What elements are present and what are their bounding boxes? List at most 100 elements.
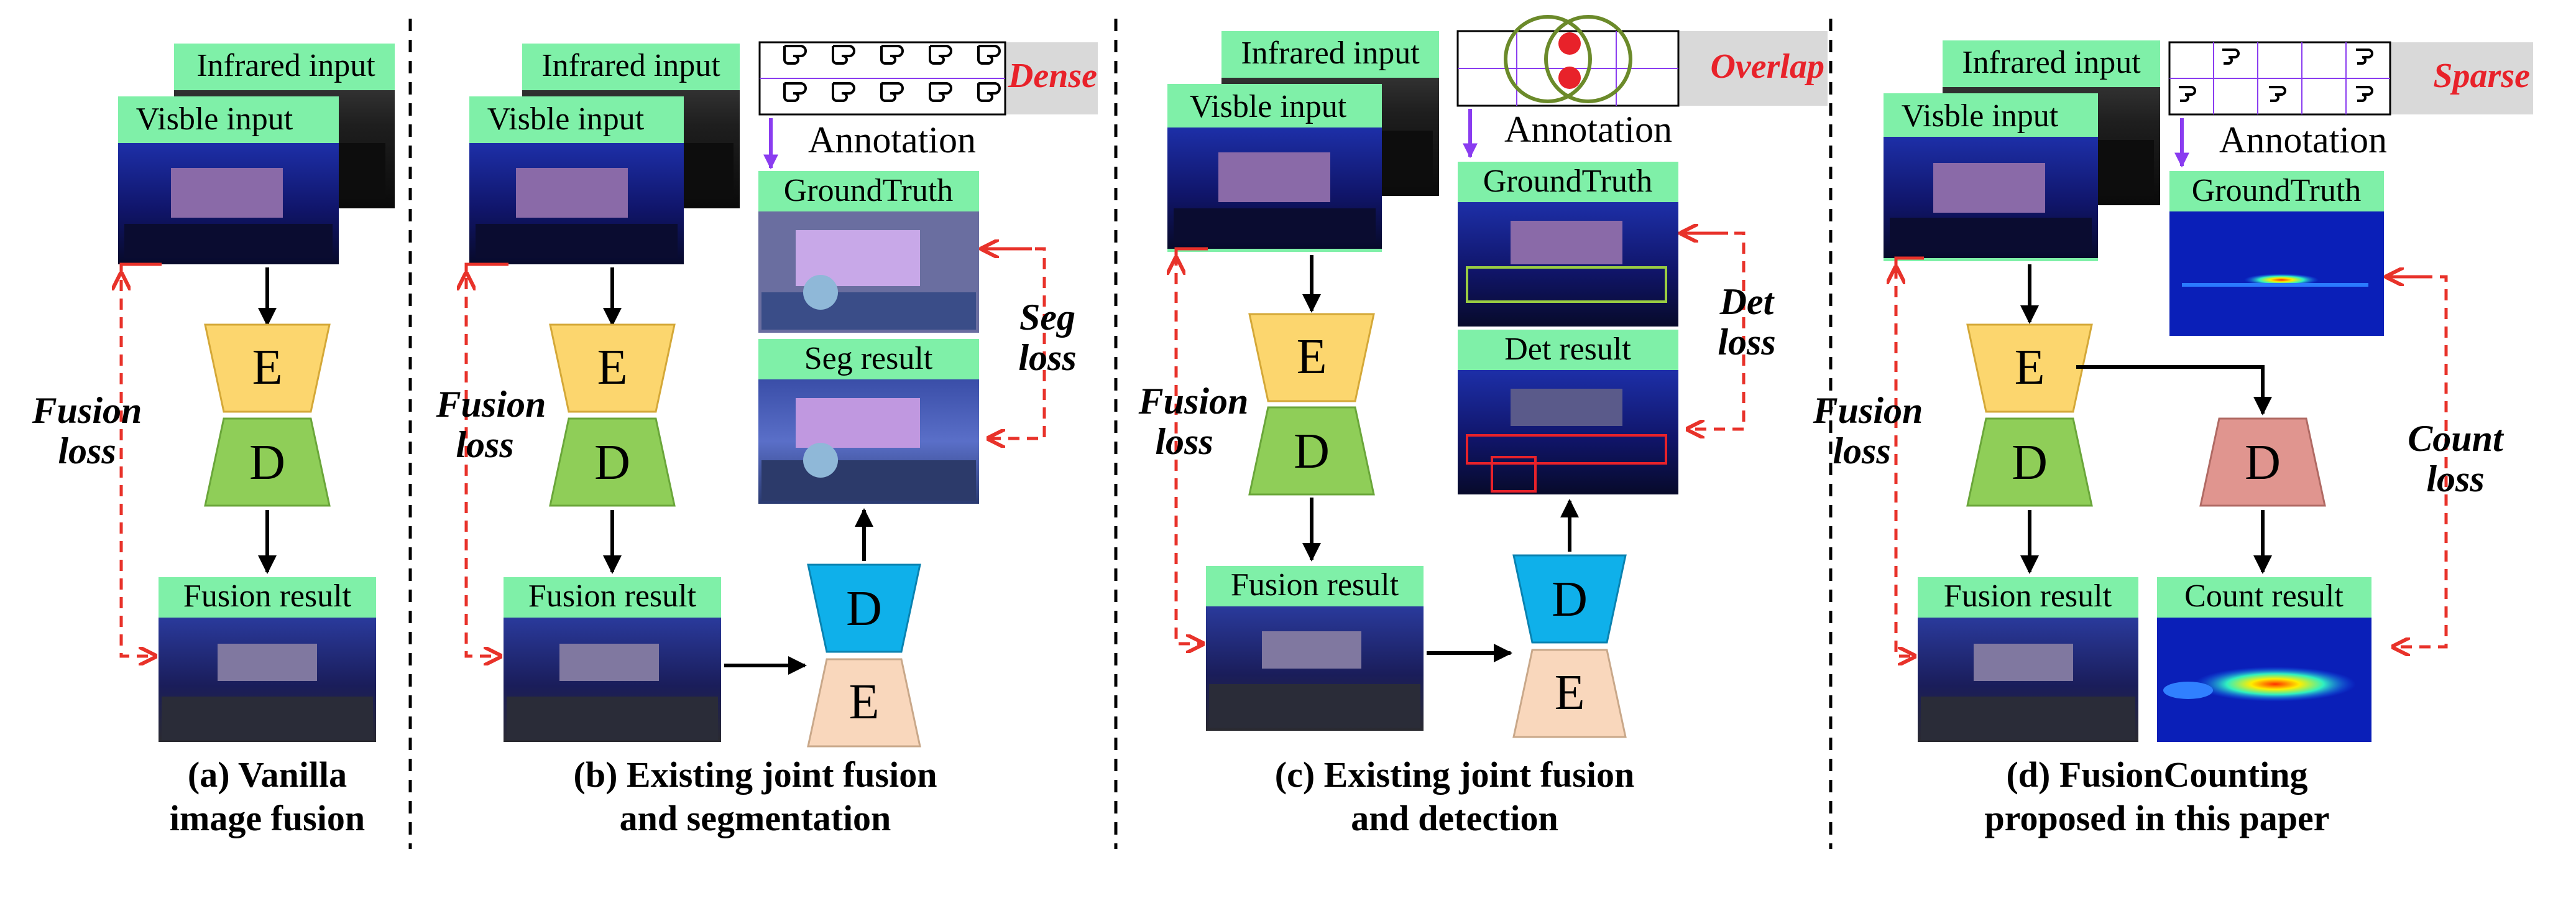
fusion-result-label: Fusion result [183, 578, 352, 614]
encoder-label: E [597, 340, 628, 395]
fusion-loss-line2: loss [58, 430, 116, 471]
fusion-loss-line1: Fusion [436, 384, 546, 425]
visible-input-label: Visble input [1902, 98, 2059, 134]
infrared-label-bg [522, 44, 740, 90]
fusion-loss-line2: loss [1833, 430, 1890, 471]
task-encoder-label: E [849, 675, 880, 730]
visible-input-image [1167, 84, 1382, 252]
caption-line2: image fusion [170, 798, 365, 838]
decoder-block [1966, 417, 2093, 507]
fusion-loss-line1: Fusion [1813, 390, 1923, 431]
count-loss-arrow [2384, 275, 2448, 647]
fusion-loss-arrow-head-top [1896, 256, 1921, 267]
ground-truth-label-bg [758, 171, 979, 211]
caption-line1: (c) Existing joint fusion [1275, 754, 1634, 795]
det-loss-line1: Det [1719, 281, 1775, 322]
panel-separators [408, 19, 1833, 849]
decoder-block [204, 417, 331, 507]
det-loss-arrow [1678, 231, 1746, 429]
ground-truth-label: GroundTruth [784, 173, 954, 208]
fusion-loss-arrow-head-top [1176, 247, 1206, 258]
caption-line2: and detection [1351, 798, 1558, 838]
ground-truth-image [1458, 202, 1678, 327]
fusion-loss-arrow [1174, 247, 1208, 644]
encoder-block [204, 323, 331, 413]
fusion-result-image [1206, 606, 1424, 731]
det-result-label-bg [1458, 330, 1678, 370]
caption-line1: (a) Vanilla [188, 754, 347, 795]
encoder-block [549, 323, 676, 413]
seg-result-image [758, 379, 979, 504]
fusion-loss-arrow-head-top [121, 262, 155, 274]
encoder-block [1248, 313, 1375, 402]
task-encoder-block [807, 658, 921, 748]
panel-a: Infrared input Visble input E D Fusion r… [32, 44, 395, 838]
arrow-encoder-to-count-decoder [2076, 365, 2272, 415]
visible-input-label: Visble input [136, 101, 293, 137]
count-result-label: Count result [2184, 578, 2344, 614]
annotation-tag: Overlap [1710, 47, 1824, 86]
overlap-circle [1544, 15, 1632, 103]
visible-input-label: Visble input [1190, 89, 1347, 124]
fusion-loss-line2: loss [1155, 421, 1213, 462]
seg-result-label-bg [758, 339, 979, 379]
fusion-loss-line1: Fusion [32, 390, 142, 431]
decoder-block [549, 417, 676, 507]
encoder-label: E [2015, 340, 2045, 395]
decoder-label: D [594, 435, 630, 490]
count-result-image [2157, 618, 2371, 742]
ground-truth-label-bg [1458, 162, 1678, 202]
hand-pointer-icon [2356, 86, 2373, 102]
fusion-result-label: Fusion result [528, 578, 697, 614]
fusion-loss-line1: Fusion [1138, 381, 1249, 422]
hand-pointer-icon [2179, 86, 2196, 102]
infrared-input-label: Infrared input [196, 48, 375, 83]
decoder-block [1248, 406, 1375, 496]
fusion-result-label: Fusion result [1944, 578, 2112, 614]
fusion-loss-line2: loss [456, 424, 513, 465]
caption-line2: and segmentation [620, 798, 891, 838]
infrared-label-bg [1221, 31, 1439, 78]
encoder-label: E [1297, 330, 1327, 384]
infrared-input-label: Infrared input [1962, 45, 2141, 80]
annotation-label: Annotation [808, 119, 976, 160]
encoder-label: E [252, 340, 283, 395]
seg-loss-line1: Seg [1019, 297, 1075, 338]
fusion-result-label-bg [504, 577, 721, 618]
hand-pointer-icon [2356, 49, 2373, 65]
task-decoder-block [1512, 554, 1627, 644]
decoder-label: D [2012, 435, 2048, 490]
fusion-loss-arrow [1894, 256, 1924, 656]
ground-truth-image [758, 211, 979, 333]
seg-loss-arrow [979, 247, 1046, 438]
task-encoder-label: E [1555, 665, 1585, 720]
caption-line1: (b) Existing joint fusion [574, 754, 937, 795]
seg-result-label: Seg result [804, 341, 933, 376]
encoder-block [1966, 323, 2093, 413]
decoder-label: D [249, 435, 285, 490]
ground-truth-label: GroundTruth [2192, 173, 2362, 208]
visible-input-image [469, 96, 684, 264]
visible-input-label: Visble input [487, 101, 645, 137]
annotation-label: Annotation [1504, 109, 1672, 150]
fusion-result-label-bg [159, 577, 376, 618]
det-result-label: Det result [1504, 331, 1631, 367]
ground-truth-label-bg [2169, 171, 2384, 211]
hand-pointer-icon [2269, 86, 2286, 102]
visible-input-image [118, 96, 339, 264]
overlap-point [1558, 67, 1581, 89]
hand-pointer-icon [2222, 49, 2240, 65]
panel-c: Infrared input Visble input E D Fusion r… [1138, 15, 1828, 838]
panel-d: Infrared input Visble input E D Fusion r… [1813, 40, 2533, 838]
infrared-input-label: Infrared input [1241, 35, 1420, 71]
fusion-result-label: Fusion result [1231, 567, 1399, 603]
fusion-result-image [504, 618, 721, 742]
ground-truth-density-image [2169, 211, 2384, 336]
task-encoder-block [1512, 649, 1627, 738]
task-decoder-label: D [1552, 572, 1588, 627]
overlap-circle [1504, 15, 1592, 103]
det-loss-line2: loss [1718, 322, 1775, 363]
infrared-input-label: Infrared input [541, 48, 720, 83]
overlap-point [1558, 32, 1581, 55]
